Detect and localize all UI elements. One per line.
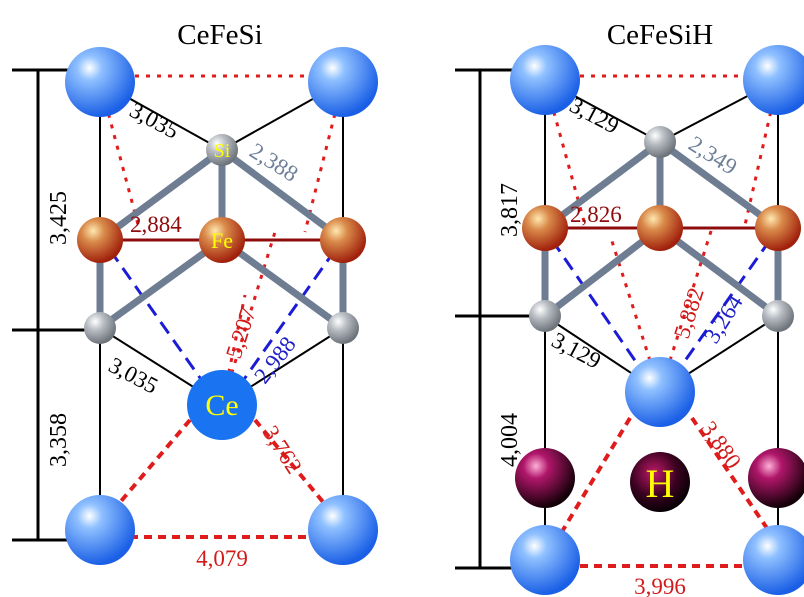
dimension-upper: 3,425: [46, 191, 72, 245]
distance-si-fe: 2,349: [684, 131, 741, 180]
distance-fe-fe: 2,826: [570, 202, 622, 227]
ce-atom: [743, 525, 804, 595]
si-atom: [84, 312, 116, 344]
si-atom: [762, 300, 794, 332]
ce-atom: [308, 495, 378, 565]
h-atom: [515, 448, 575, 508]
panel-cefesih: CeFeSiH 3,817 4,004: [455, 19, 804, 597]
ce-atom: [510, 525, 580, 595]
fe-atom-center: [199, 217, 245, 263]
dimension-lower: 3,358: [46, 413, 72, 467]
panel-cefesi: CeFeSi 3,425 3,358: [12, 19, 378, 571]
dimension-lower: 4,004: [497, 413, 523, 467]
fe-atom-center: [637, 205, 683, 251]
blue-dashed-bonds: [108, 249, 337, 386]
ce-atom: [65, 47, 135, 117]
fe-atom: [522, 205, 568, 251]
si-label: Si: [214, 140, 231, 162]
ce-atom: [510, 45, 580, 115]
h-atom: [748, 448, 804, 508]
ce-label: Ce: [205, 389, 238, 422]
distance-ce-ce-diag: 3,762: [258, 421, 307, 478]
ce-atom-center: [625, 357, 695, 427]
red-dashed-triangle: [103, 418, 340, 539]
distance-si-fe: 2,388: [245, 138, 302, 187]
distance-ce-si-top: 3,129: [566, 92, 623, 138]
si-atom: [529, 300, 561, 332]
dimension-bars: [12, 68, 100, 542]
si-atom-top: [644, 126, 676, 158]
distance-ce-si-top: 3,035: [126, 97, 183, 143]
ce-atom-center: [187, 370, 257, 440]
h-atom-center: [630, 452, 690, 512]
distance-ce-ce-base: 4,079: [196, 546, 248, 571]
fe-atom: [77, 217, 123, 263]
si-atom: [327, 312, 359, 344]
distance-ce-ce-diag: 3,880: [696, 417, 746, 474]
distance-ce-ce-base: 3,996: [634, 574, 686, 597]
ce-atom: [308, 47, 378, 117]
h-label: H: [646, 461, 675, 506]
distance-ce-si-bottom: 3,035: [105, 352, 162, 398]
blue-dashed-bonds: [550, 239, 772, 376]
red-dashed-triangle: [558, 416, 777, 568]
panel-title: CeFeSi: [177, 19, 262, 51]
panel-title: CeFeSiH: [607, 19, 713, 51]
distance-ce-si-bottom: 3,129: [548, 327, 605, 373]
distance-fe-fe: 2,884: [130, 212, 182, 237]
si-atom-top: [206, 134, 238, 166]
ce-atom: [743, 45, 804, 115]
fe-atom: [320, 217, 366, 263]
distance-ce-fe-long: 5,207: [221, 305, 261, 362]
ce-atom: [65, 495, 135, 565]
fe-label: Fe: [211, 228, 233, 253]
fe-atom: [755, 205, 801, 251]
dimension-upper: 3,817: [497, 183, 523, 237]
